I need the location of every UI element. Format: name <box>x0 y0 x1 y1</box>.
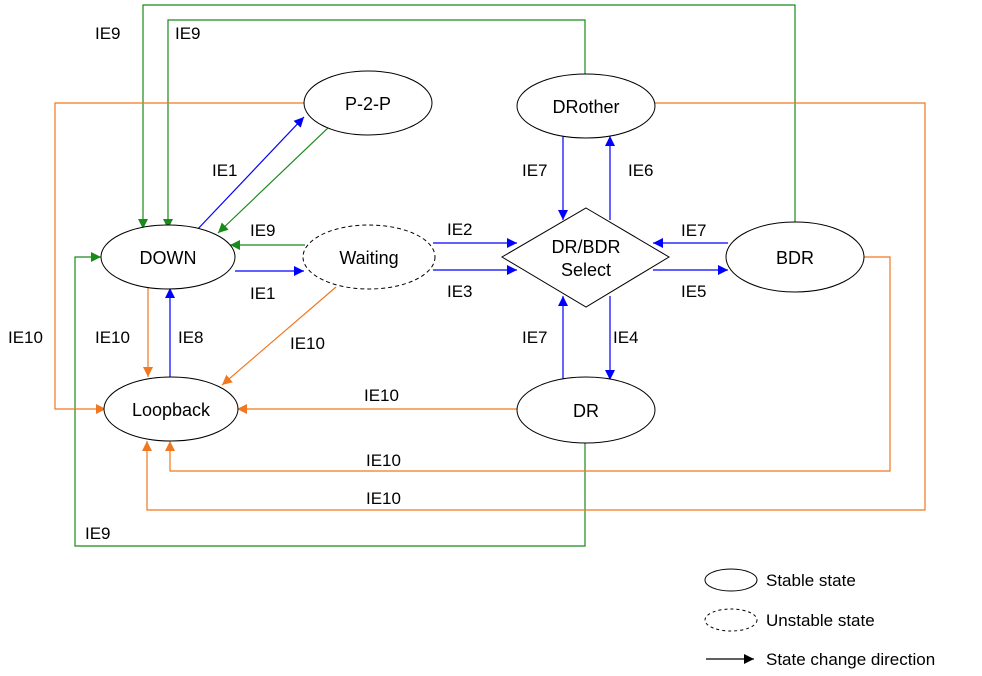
legend-stable-symbol <box>704 568 758 592</box>
label-waiting: Waiting <box>339 248 398 268</box>
label-ie10-drother: IE10 <box>366 489 401 508</box>
state-loopback <box>103 376 239 442</box>
label-ie10-down: IE10 <box>95 328 130 347</box>
edge-waiting-to-loopback <box>221 286 337 386</box>
state-drother <box>516 73 656 139</box>
label-ie6: IE6 <box>628 161 654 180</box>
label-down: DOWN <box>140 248 197 268</box>
label-ie10-bdr: IE10 <box>366 451 401 470</box>
label-p2p: P-2-P <box>345 94 391 114</box>
label-ie7-top: IE7 <box>522 161 548 180</box>
label-ie9-bottom: IE9 <box>85 524 111 543</box>
legend-unstable-label: Unstable state <box>766 611 875 630</box>
label-ie9-inner: IE9 <box>175 24 201 43</box>
label-ie10-waiting: IE10 <box>290 334 325 353</box>
edge-ie9-bottom <box>74 252 586 547</box>
legend-unstable-symbol <box>704 608 758 632</box>
label-drbdr-line1: DR/BDR <box>551 237 620 257</box>
legend: Stable state Unstable state State change… <box>704 568 935 669</box>
edge-ie9-outer <box>138 4 796 229</box>
label-ie9-outer: IE9 <box>95 24 121 43</box>
edge-p2p-to-loopback <box>54 102 305 414</box>
state-dr <box>516 376 656 444</box>
label-ie10-left: IE10 <box>8 328 43 347</box>
label-ie2: IE2 <box>447 220 473 239</box>
label-drbdr-line2: Select <box>561 260 611 280</box>
legend-direction-label: State change direction <box>766 650 935 669</box>
label-ie3: IE3 <box>447 282 473 301</box>
label-dr: DR <box>573 401 599 421</box>
label-loopback: Loopback <box>132 400 211 420</box>
state-down <box>100 224 236 290</box>
label-ie9-waiting: IE9 <box>250 221 276 240</box>
label-ie5: IE5 <box>681 282 707 301</box>
edge-bdr-to-loopback <box>165 256 891 472</box>
label-ie1-waiting: IE1 <box>250 284 276 303</box>
label-ie4: IE4 <box>613 328 639 347</box>
label-ie8: IE8 <box>178 328 204 347</box>
label-ie1-p2p: IE1 <box>212 161 238 180</box>
label-ie10-dr: IE10 <box>364 386 399 405</box>
state-p2p <box>303 70 433 136</box>
state-drbdr-select <box>501 207 670 308</box>
label-ie7-bdr: IE7 <box>681 221 707 240</box>
edge-p2p-to-down <box>217 125 331 234</box>
edge-down-to-p2p <box>194 116 305 233</box>
legend-stable-label: Stable state <box>766 571 856 590</box>
label-bdr: BDR <box>776 248 814 268</box>
state-waiting <box>302 224 436 290</box>
label-drother: DRother <box>552 97 619 117</box>
label-ie7-bottom: IE7 <box>522 328 548 347</box>
edge-ie9-inner <box>163 19 586 229</box>
state-bdr <box>725 221 865 293</box>
edge-drother-to-loopback <box>142 102 926 511</box>
